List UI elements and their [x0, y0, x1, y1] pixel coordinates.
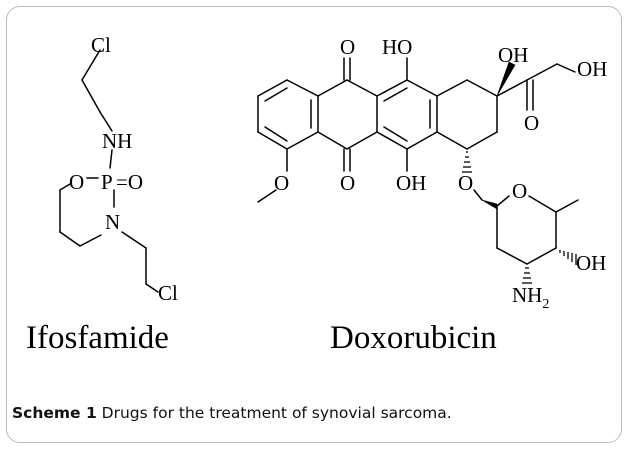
- dox-oh-sugar: OH: [576, 251, 606, 275]
- drug-name-doxorubicin: Doxorubicin: [330, 320, 497, 356]
- dox-o-quinone-top: O: [340, 35, 355, 59]
- dox-o-ketone: O: [524, 111, 539, 135]
- caption-text: Drugs for the treatment of synovial sarc…: [96, 404, 452, 422]
- drug-name-ifosfamide: Ifosfamide: [26, 320, 169, 356]
- dox-oh-bottom: OH: [396, 171, 426, 195]
- figure-frame: [6, 6, 622, 443]
- caption-label: Scheme 1: [12, 404, 97, 422]
- figure-caption: Scheme 1 Drugs for the treatment of syno…: [12, 404, 612, 422]
- dox-o-sugar-ring: O: [512, 179, 527, 203]
- dox-o-methoxy: O: [274, 171, 289, 195]
- ifo-n: N: [105, 210, 120, 234]
- dox-o-glycosidic: O: [458, 171, 473, 195]
- ifo-p-double-o: =O: [116, 170, 143, 194]
- ifo-cl-top: Cl: [91, 33, 111, 57]
- dox-nh2-main: NH: [512, 283, 542, 307]
- dox-oh-c9: OH: [498, 43, 528, 67]
- dox-oh-terminal: OH: [577, 57, 607, 81]
- ifo-p: P: [101, 170, 113, 194]
- dox-ho-top: HO: [382, 35, 412, 59]
- ifo-nh: NH: [102, 129, 132, 153]
- ifo-ring-o: O: [69, 170, 84, 194]
- dox-nh2: NH2: [512, 283, 549, 312]
- ifosfamide-structure: Cl NH O P =O N Cl: [59, 33, 178, 305]
- doxorubicin-structure: O O HO OH OH OH O O O OH NH2 O: [257, 35, 607, 312]
- dox-nh2-sub: 2: [542, 297, 549, 312]
- dox-o-quinone-bottom: O: [340, 171, 355, 195]
- ifo-cl-bottom: Cl: [158, 281, 178, 305]
